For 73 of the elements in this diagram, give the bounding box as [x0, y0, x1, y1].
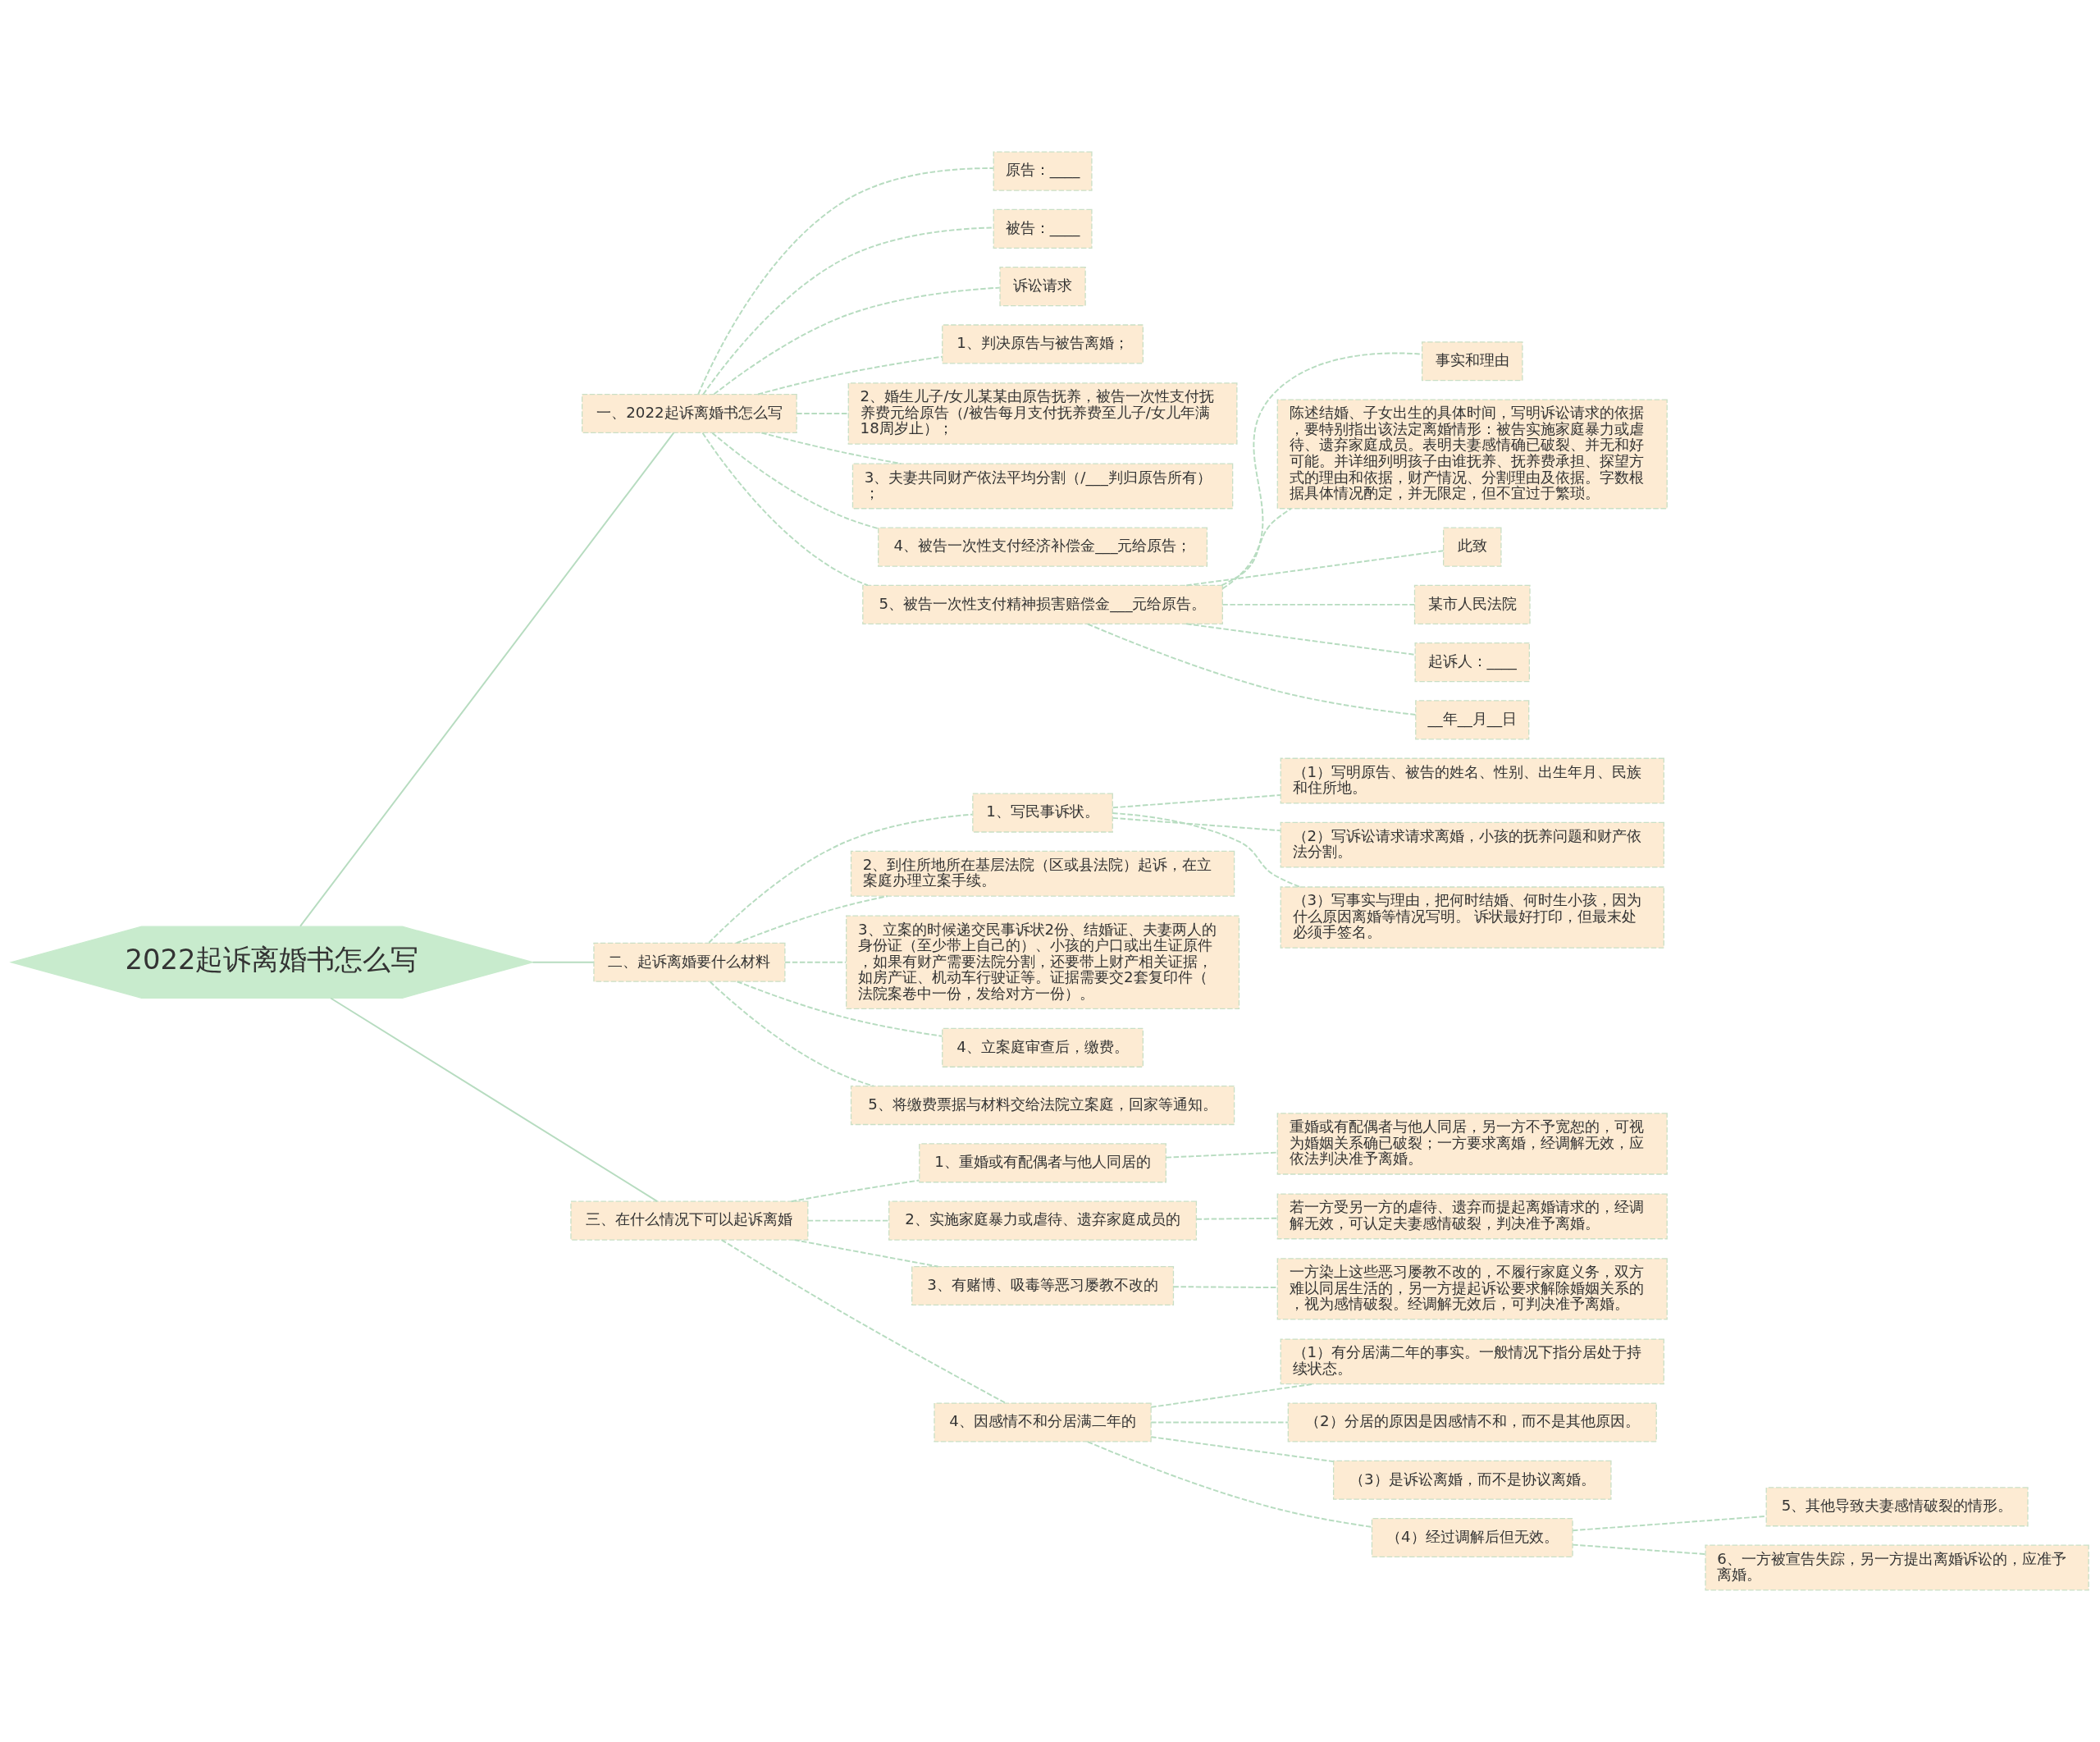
connector [708, 813, 974, 944]
node-box: 一方染上这些恶习屡教不改的，不履行家庭义务，双方难以同居生活的，另一方提起诉讼要求解除婚姻关系的，视为感情破裂。经调解无效后，可判决准予离婚。 [1276, 1258, 1668, 1320]
node-box: （4）经过调解后但无效。 [1371, 1517, 1573, 1558]
node-box: 2、到住所地所在基层法院（区或县法院）起诉，在立案庭办理立案手续。 [850, 850, 1235, 897]
node-box: 三、在什么情况下可以起诉离婚 [570, 1200, 809, 1241]
node-box: 5、其他导致夫妻感情破裂的情形。 [1765, 1487, 2029, 1527]
connector [1086, 1441, 1373, 1528]
connector [713, 286, 1001, 395]
node-box: 二、起诉离婚要什么材料 [593, 942, 786, 982]
connector [1572, 1515, 1767, 1532]
connector [701, 432, 869, 587]
node-box: （2）分居的原因是因感情不和，而不是其他原因。 [1287, 1402, 1657, 1443]
connector [1221, 603, 1416, 606]
connector [1086, 623, 1417, 716]
connector [1221, 507, 1292, 587]
connector [1150, 1436, 1335, 1463]
node-box: 5、将缴费票据与材料交给法院立案庭，回家等通知。 [850, 1086, 1235, 1126]
connector [709, 981, 874, 1087]
node-box: （1）有分居满二年的事实。一般情况下指分居处于持续状态。 [1280, 1338, 1664, 1385]
connector [1150, 1421, 1290, 1424]
node-box: （3）写事实与理由，把何时结婚、何时生小孩，因为什么原因离婚等情况写明。 诉状最好打印，但最末处必须手签名。 [1280, 886, 1664, 949]
connector [1150, 1383, 1314, 1408]
node-box: 2、婚生儿子/女儿某某由原告抚养，被告一次性支付抚养费元给原告（/被告每月支付抚养费至儿子/女儿年满18周岁止）； [847, 382, 1238, 445]
connector [735, 895, 888, 944]
connector [784, 961, 847, 963]
node-box: 若一方受另一方的虐待、遗弃而提起离婚请求的，经调解无效，可认定夫妻感情破裂，判决准予离婚。 [1276, 1193, 1668, 1240]
connector [1112, 816, 1281, 832]
node-box: （2）写诉讼请求请求离婚，小孩的抚养问题和财产依法分割。 [1280, 821, 1664, 868]
node-box: 4、立案庭审查后，缴费。 [942, 1027, 1144, 1068]
connector [736, 981, 943, 1037]
node-box: 诉讼请求 [999, 267, 1086, 307]
connector [697, 167, 994, 395]
connector [711, 432, 879, 530]
node-box: 重婚或有配偶者与他人同居，另一方不予宽恕的，可视为婚姻关系确已破裂；一方要求离婚，经调解无效，应依法判决准予离婚。 [1276, 1113, 1668, 1175]
connector [790, 1179, 920, 1203]
node-box: 陈述结婚、子女出生的具体时间，写明诉讼请求的依据，要特别指出该法定离婚情形：被告实施家庭暴力或虐待、遗弃家庭成员。表明夫妻感情确已破裂、并无和好可能。并详细列明孩子由谁抚养、抚养费承担、探望方式的理由和依据，财产情况、分割理由及依据。字数根据具体情况酌定，并无限定，但不宜过于繁琐。 [1276, 399, 1668, 510]
connector [757, 355, 943, 395]
connector [1185, 550, 1445, 587]
node-box: 起诉人：____ [1414, 642, 1530, 683]
node-box: __年__月__日 [1415, 700, 1530, 740]
node-box: 一、2022起诉离婚书怎么写 [582, 393, 797, 434]
node-box: （1）写明原告、被告的姓名、性别、出生年月、民族和住所地。 [1280, 757, 1664, 804]
node-box: 5、被告一次性支付精神损害赔偿金___元给原告。 [862, 584, 1223, 624]
node-box: 1、重婚或有配偶者与他人同居的 [919, 1143, 1166, 1183]
node-box: 某市人民法院 [1413, 584, 1531, 624]
node-box: 事实和理由 [1421, 341, 1523, 382]
connector [1185, 623, 1416, 656]
node-box: 此致 [1443, 527, 1502, 567]
node-box: （3）是诉讼离婚，而不是协议离婚。 [1332, 1460, 1612, 1500]
connector [1165, 1151, 1279, 1159]
connector [793, 1239, 939, 1268]
node-box: 2、实施家庭暴力或虐待、遗弃家庭成员的 [888, 1200, 1198, 1241]
node-box: 4、被告一次性支付经济补偿金___元给原告； [878, 527, 1208, 567]
connector [806, 1219, 890, 1222]
connector [760, 432, 902, 465]
node-box: 1、判决原告与被告离婚； [942, 324, 1144, 364]
connector [1195, 1217, 1278, 1220]
connector [299, 432, 675, 927]
connector [1572, 1543, 1706, 1555]
node-box: 被告：____ [993, 208, 1093, 249]
node-box: 3、有赌博、吸毒等恶习屡教不改的 [911, 1265, 1175, 1306]
node-box: 3、立案的时候递交民事诉状2份、结婚证、夫妻两人的身份证（至少带上自己的）、小孩的户口或出生证原件，如果有财产需要法院分割，还要带上财产相关证据，如房产证、机动车行驶证等。证据需要交2套复印件（法院案卷中一份，发给对方一份）。 [846, 915, 1240, 1009]
connector [1112, 812, 1301, 888]
connector [702, 226, 994, 395]
node-box: 3、夫妻共同财产依法平均分割（/___判归原告所有）； [851, 463, 1234, 510]
node-box: 4、因感情不和分居满二年的 [934, 1402, 1152, 1443]
connector [1112, 794, 1281, 809]
node-box: 1、写民事诉状。 [972, 793, 1113, 833]
connector [532, 961, 595, 963]
node-box: 6、一方被宣告失踪，另一方提出离婚诉讼的，应准予离婚。 [1705, 1544, 2089, 1591]
node-box: 原告：____ [993, 151, 1093, 191]
connector [330, 997, 659, 1203]
connector [720, 1239, 1007, 1404]
